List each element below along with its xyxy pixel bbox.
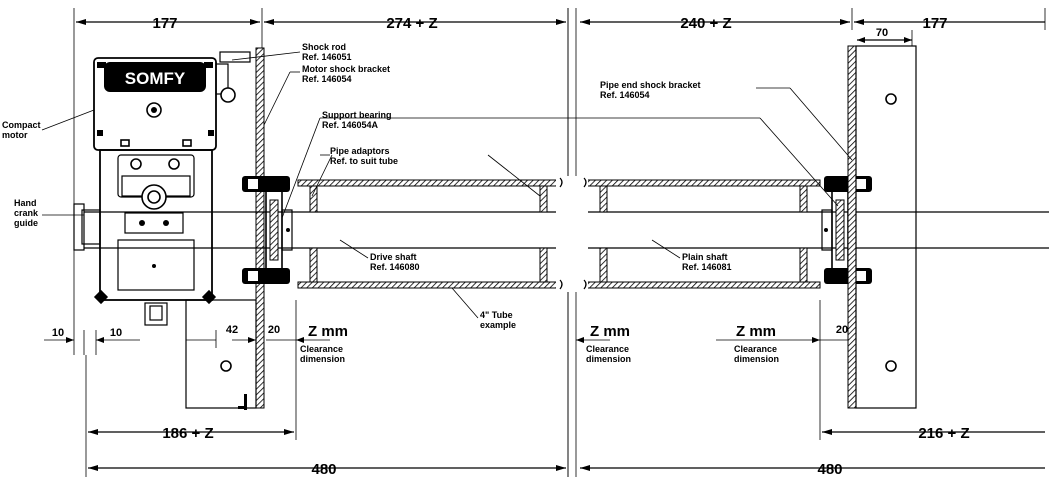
- label-clearance-right-1: Clearance: [734, 344, 777, 354]
- label-drive-shaft-1: Drive shaft: [370, 252, 417, 262]
- label-motor-bracket-1: Motor shock bracket: [302, 64, 390, 74]
- dim-right-20: 20: [836, 324, 848, 336]
- label-compact-motor-2: motor: [2, 130, 28, 140]
- dim-bottom-left-total: 480: [311, 461, 336, 477]
- support-bearing-right: [821, 176, 872, 284]
- label-hand-crank-1: Hand: [14, 198, 37, 208]
- label-hand-crank-3: guide: [14, 218, 38, 228]
- dim-bottom-right-total: 480: [817, 461, 842, 477]
- label-shock-rod-2: Ref. 146051: [302, 52, 352, 62]
- pipe-end-shock-bracket: [847, 45, 857, 409]
- motor-bracket-foot: [185, 299, 257, 409]
- label-tube-1: 4" Tube: [480, 310, 513, 320]
- label-zmm-mid: Z mm: [590, 323, 630, 340]
- label-clearance-mid-1: Clearance: [586, 344, 629, 354]
- dim-top-240z: 240 + Z: [680, 15, 731, 32]
- label-compact-motor-1: Compact: [2, 120, 41, 130]
- dim-left-20: 20: [268, 324, 280, 336]
- label-shock-rod-1: Shock rod: [302, 42, 346, 52]
- label-clearance-right-2: dimension: [734, 354, 779, 364]
- label-zmm-right: Z mm: [736, 323, 776, 340]
- support-bearing-left: [242, 176, 293, 284]
- label-pipe-bracket-2: Ref. 146054: [600, 90, 650, 100]
- dim-top-left: 177: [152, 15, 177, 32]
- label-plain-shaft-1: Plain shaft: [682, 252, 728, 262]
- tube: [297, 176, 821, 292]
- label-pipe-adaptors-2: Ref. to suit tube: [330, 156, 398, 166]
- label-hand-crank-2: crank: [14, 208, 39, 218]
- label-drive-shaft-2: Ref. 146080: [370, 262, 420, 272]
- lower-dimensions: [44, 300, 1045, 477]
- label-support-bearing-2: Ref. 146054A: [322, 120, 379, 130]
- dim-bottom-186z: 186 + Z: [162, 425, 213, 442]
- label-motor-bracket-2: Ref. 146054: [302, 74, 352, 84]
- dim-left-10: 10: [52, 327, 64, 339]
- label-clearance-left-1: Clearance: [300, 344, 343, 354]
- pipe-bracket-body: [855, 45, 917, 409]
- somfy-logo: SOMFY: [125, 69, 186, 88]
- compact-motor: [73, 51, 251, 326]
- dim-bracket-70: 70: [876, 27, 888, 39]
- dim-bottom-216z: 216 + Z: [918, 425, 969, 442]
- dim-left-10b: 10: [110, 327, 122, 339]
- label-clearance-left-2: dimension: [300, 354, 345, 364]
- dim-left-42: 42: [226, 324, 238, 336]
- motor-shock-bracket: [255, 47, 265, 409]
- label-plain-shaft-2: Ref. 146081: [682, 262, 732, 272]
- label-pipe-adaptors-1: Pipe adaptors: [330, 146, 390, 156]
- label-tube-2: example: [480, 320, 516, 330]
- dim-top-274z: 274 + Z: [386, 15, 437, 32]
- label-clearance-mid-2: dimension: [586, 354, 631, 364]
- dim-top-right: 177: [922, 15, 947, 32]
- leader-lines: [41, 51, 853, 319]
- label-pipe-bracket-1: Pipe end shock bracket: [600, 80, 701, 90]
- label-support-bearing-1: Support bearing: [322, 110, 392, 120]
- label-zmm-left: Z mm: [308, 323, 348, 340]
